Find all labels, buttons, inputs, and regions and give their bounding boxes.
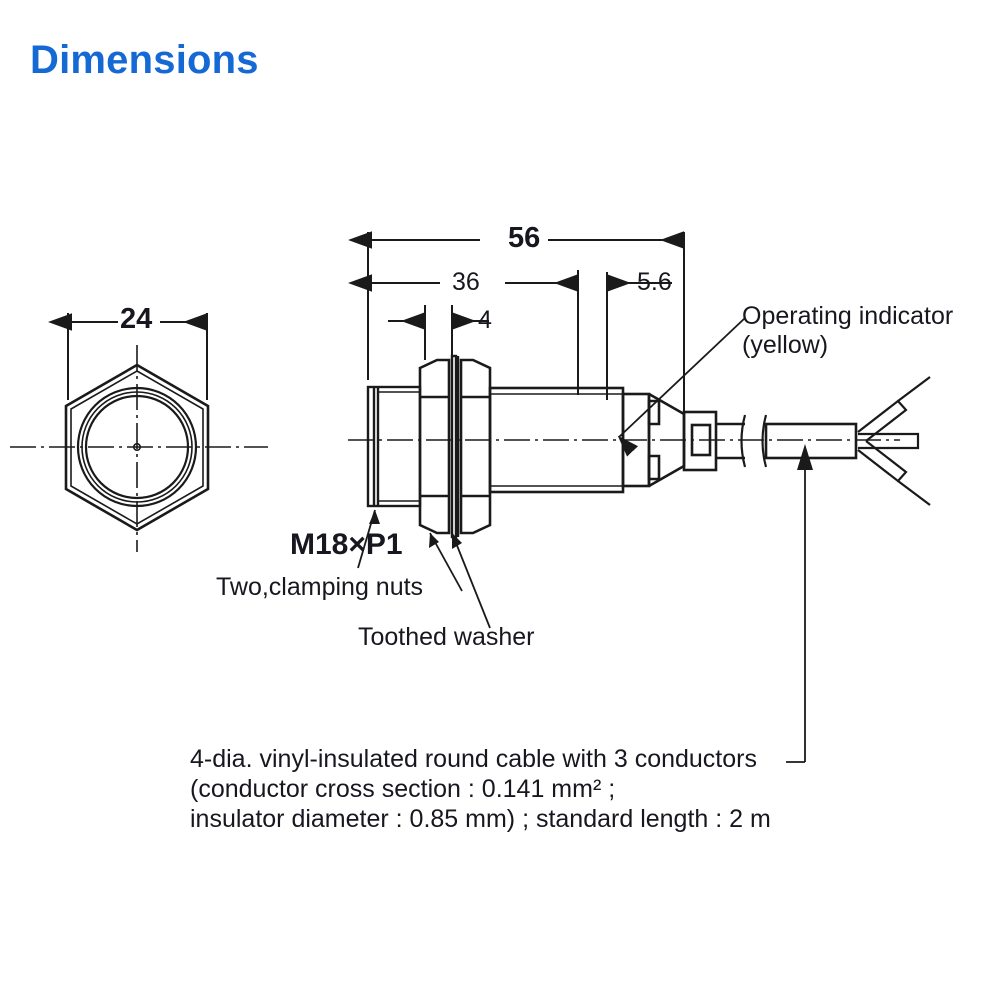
clamping-nut-left — [418, 358, 451, 535]
front-view-group — [10, 313, 268, 552]
leader-clamping-nuts — [429, 532, 463, 592]
callout-operating-indicator-line1: Operating indicator — [742, 302, 954, 330]
leader-operating-indicator — [617, 317, 746, 457]
cable-note-line-1: 4-dia. vinyl-insulated round cable with … — [190, 745, 757, 773]
cable-body — [764, 422, 858, 460]
cable-stub-left — [716, 422, 745, 460]
dimension-label-56: 56 — [508, 222, 541, 254]
cable-note-line-3: insulator diameter : 0.85 mm) ; standard… — [190, 805, 771, 833]
clamping-nut-right — [459, 358, 492, 535]
toothed-washer — [450, 354, 460, 539]
page-title: Dimensions — [30, 38, 259, 82]
thread-spec-label: M18×P1 — [290, 528, 403, 561]
barrel-thread-lines — [378, 391, 420, 502]
dimension-5-6 — [606, 272, 672, 400]
dimension-24 — [48, 313, 208, 400]
dimension-label-5-6: 5.6 — [637, 268, 672, 296]
dimension-label-36: 36 — [452, 268, 480, 296]
cable-gland — [682, 410, 718, 472]
dimension-label-4: 4 — [478, 306, 492, 334]
side-view-group — [348, 231, 931, 763]
callout-operating-indicator-line2: (yellow) — [742, 331, 829, 359]
conductor-lower — [857, 440, 931, 506]
cable-break-symbol — [740, 414, 768, 468]
cable-note-line-2: (conductor cross section : 0.141 mm² ; — [190, 775, 616, 803]
callout-clamping-nuts: Two,clamping nuts — [216, 573, 424, 601]
sensor-body-inner-lines — [490, 393, 623, 487]
dimension-4 — [388, 305, 489, 360]
conductor-middle — [858, 432, 920, 450]
leader-cable-note — [797, 444, 813, 762]
leader-m18-thread — [357, 509, 380, 569]
dimension-36 — [348, 270, 579, 395]
conductor-upper — [857, 376, 931, 442]
hex-outer — [64, 363, 210, 532]
indicator-window-bottom — [647, 454, 661, 481]
threaded-barrel — [366, 385, 422, 508]
leader-toothed-washer — [451, 532, 491, 629]
dimension-label-24: 24 — [120, 303, 153, 335]
callout-toothed-washer: Toothed washer — [358, 623, 535, 651]
